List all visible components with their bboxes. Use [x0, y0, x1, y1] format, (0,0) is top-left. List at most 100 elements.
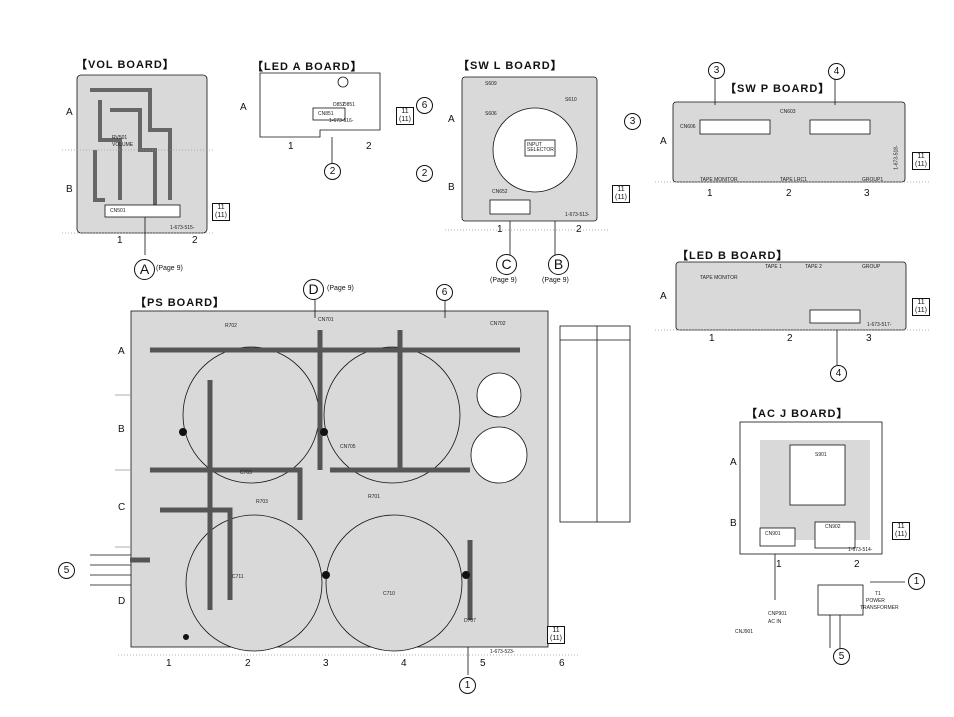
callout-3-sw-p: 3 — [708, 62, 725, 79]
callout-5-ac-j: 5 — [833, 648, 850, 665]
callout-1-ac-j: 1 — [908, 573, 925, 590]
led-a-row-a: A — [240, 102, 247, 113]
callout-4-led-b: 4 — [830, 365, 847, 382]
vol-connector: CN501 — [110, 208, 126, 214]
led-b-label-1: TAPE MONITOR — [700, 275, 738, 281]
led-b-row-a: A — [660, 291, 667, 302]
ps-cn701: CN701 — [318, 317, 334, 323]
ac-j-ref-box: 11(11) — [892, 522, 910, 540]
led-a-board-title: 【LED A BOARD】 — [252, 61, 363, 73]
ref-num: 11 — [552, 627, 560, 634]
page-ref-a: (Page 9) — [156, 265, 183, 272]
sw-l-col-2: 2 — [576, 224, 582, 235]
page-ref-c: (Page 9) — [490, 277, 517, 284]
transformer-label-t1: T1 — [875, 591, 881, 597]
callout-6-sw-l: 6 — [416, 97, 433, 114]
sw-p-col-3: 3 — [864, 188, 870, 199]
sw-l-s610: S610 — [565, 97, 577, 103]
ref-num: 11 — [401, 108, 409, 115]
sw-l-connector: CN652 — [492, 189, 508, 195]
vol-ref-box: 11(11) — [212, 203, 230, 221]
sw-p-part-number: 1-673-518- — [893, 145, 900, 170]
sw-l-row-b: B — [448, 182, 455, 193]
sw-l-s606: S606 — [485, 111, 497, 117]
callout-6-ps: 6 — [436, 284, 453, 301]
ref-num-paren: (11) — [915, 161, 927, 168]
ps-col-5: 5 — [480, 658, 486, 669]
vol-col-1: 1 — [117, 235, 123, 246]
ref-num: 11 — [917, 299, 925, 306]
ac-j-cn902: CN902 — [825, 524, 841, 530]
vol-part-number: 1-673-515- — [170, 225, 195, 231]
sw-p-row-a: A — [660, 136, 667, 147]
led-b-ref-box: 11(11) — [912, 298, 930, 316]
ac-j-switch: S901 — [815, 452, 827, 458]
sw-p-ref-box: 11(11) — [912, 152, 930, 170]
ps-cn702: CN702 — [490, 321, 506, 327]
ps-r701: R701 — [368, 494, 380, 500]
callout-5-ps: 5 — [58, 562, 75, 579]
ref-num: 11 — [217, 204, 225, 211]
led-b-label-4: GROUP — [862, 264, 881, 270]
sw-p-board-title: 【SW P BOARD】 — [725, 83, 831, 95]
vol-row-b: B — [66, 184, 73, 195]
ac-j-col-2: 2 — [854, 559, 860, 570]
sw-p-label-2: TAPE LRC1 — [780, 177, 807, 183]
led-b-col-2: 2 — [787, 333, 793, 344]
vol-comp: RV501 — [112, 135, 128, 141]
led-a-ref-box: 11(11) — [396, 107, 414, 125]
vol-pot-label: VOLUME — [112, 142, 134, 148]
vol-row-a: A — [66, 107, 73, 118]
ac-j-row-b: B — [730, 518, 737, 529]
callout-1-ps: 1 — [459, 677, 476, 694]
ps-row-a: A — [118, 346, 125, 357]
ref-num: 11 — [917, 153, 925, 160]
callout-2-led-a: 2 — [324, 163, 341, 180]
callout-4-sw-p: 4 — [828, 63, 845, 80]
vol-col-2: 2 — [192, 235, 198, 246]
ac-j-part-number: 1-673-514- — [848, 547, 873, 553]
input-selector-label: INPUT SELECTOR — [527, 142, 554, 153]
sw-l-col-1: 1 — [497, 224, 503, 235]
ps-col-4: 4 — [401, 658, 407, 669]
page-ref-d: (Page 9) — [327, 285, 354, 292]
ref-num: 11 — [617, 186, 625, 193]
ps-r703: R703 — [256, 499, 268, 505]
led-b-board-title: 【LED B BOARD】 — [677, 250, 789, 262]
ref-num-paren: (11) — [550, 635, 562, 642]
sw-p-connector-1: CN606 — [680, 124, 696, 130]
ps-c711: C711 — [232, 574, 244, 580]
sw-l-ref-box: 11(11) — [612, 185, 630, 203]
ac-in-label: AC IN — [768, 619, 782, 625]
vol-board-title: 【VOL BOARD】 — [76, 59, 175, 71]
ps-c703: C703 — [240, 470, 252, 476]
led-a-col-2: 2 — [366, 141, 372, 152]
ps-board-title: 【PS BOARD】 — [135, 297, 226, 309]
ac-j-cn901: CN901 — [765, 531, 781, 537]
sw-p-col-2: 2 — [786, 188, 792, 199]
callout-2-sw-l: 2 — [416, 165, 433, 182]
led-b-col-1: 1 — [709, 333, 715, 344]
ps-row-c: C — [118, 502, 126, 513]
ref-num-paren: (11) — [399, 116, 411, 123]
ps-col-2: 2 — [245, 658, 251, 669]
ac-j-row-a: A — [730, 457, 737, 468]
ps-row-d: D — [118, 596, 126, 607]
ps-col-3: 3 — [323, 658, 329, 669]
led-b-part-number: 1-673-517- — [867, 322, 892, 328]
ps-c710: C710 — [383, 591, 395, 597]
ref-num-paren: (11) — [915, 307, 927, 314]
led-a-col-1: 1 — [288, 141, 294, 152]
ps-row-b: B — [118, 424, 125, 435]
sw-l-row-a: A — [448, 114, 455, 125]
led-b-label-3: TAPE 2 — [805, 264, 822, 270]
ac-j-cnj901: CNJ901 — [735, 629, 754, 635]
led-b-label-2: TAPE 1 — [765, 264, 782, 270]
ps-ic701: CN705 — [340, 444, 356, 450]
ref-num-paren: (11) — [615, 194, 627, 201]
led-b-col-3: 3 — [866, 333, 872, 344]
callout-a: A — [134, 259, 155, 280]
led-a-part-number: 1-673-516- — [329, 118, 354, 124]
sw-l-board-title: 【SW L BOARD】 — [458, 60, 563, 72]
